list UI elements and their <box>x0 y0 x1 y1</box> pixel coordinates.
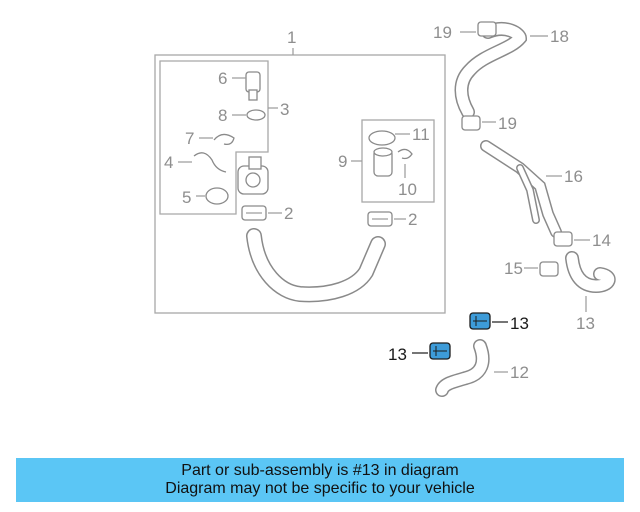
assembly-frame-1 <box>154 54 446 314</box>
part-19-clamp-top[interactable] <box>477 21 497 37</box>
part-5-seal[interactable] <box>205 187 229 205</box>
callout-13-lower[interactable]: 13 <box>388 345 407 364</box>
part-4-spring-clip[interactable] <box>193 152 227 173</box>
callout-19-top[interactable]: 19 <box>433 23 452 42</box>
callout-8[interactable]: 8 <box>218 106 227 125</box>
info-banner: Part or sub-assembly is #13 in diagram D… <box>16 458 624 502</box>
callout-12[interactable]: 12 <box>510 363 529 382</box>
callout-7[interactable]: 7 <box>185 129 194 148</box>
callout-13-upper[interactable]: 13 <box>510 314 529 333</box>
part-13-clamp-lower[interactable] <box>429 342 451 360</box>
banner-line-disclaimer: Diagram may not be specific to your vehi… <box>165 480 475 497</box>
part-6-connector[interactable] <box>245 71 261 101</box>
part-2-hose-clamp-right[interactable] <box>367 211 393 227</box>
part-2-hose-clamp-left[interactable] <box>241 205 267 221</box>
callout-9[interactable]: 9 <box>338 152 347 171</box>
part-13-clamp-upper[interactable] <box>469 312 491 330</box>
callout-19-lower[interactable]: 19 <box>498 114 517 133</box>
part-19-clamp-lower[interactable] <box>461 115 481 131</box>
callout-2-left[interactable]: 2 <box>284 204 293 223</box>
callout-1[interactable]: 1 <box>287 28 296 47</box>
sub-assembly-frame-3 <box>159 60 269 215</box>
water-outlet-housing[interactable] <box>237 156 269 195</box>
part-10-clip[interactable] <box>397 148 413 160</box>
callout-3[interactable]: 3 <box>280 100 289 119</box>
callout-2-right[interactable]: 2 <box>408 210 417 229</box>
part-7-clip[interactable] <box>213 133 235 146</box>
callout-17[interactable]: 16 <box>564 167 583 186</box>
callout-10[interactable]: 10 <box>398 180 417 199</box>
part-9-fitting[interactable] <box>373 147 393 177</box>
callout-11[interactable]: 11 <box>412 125 430 144</box>
callout-14[interactable]: 13 <box>576 314 595 333</box>
banner-line-part: Part or sub-assembly is #13 in diagram <box>181 462 459 479</box>
part-16-clamp[interactable] <box>539 261 559 277</box>
callout-16[interactable]: 15 <box>504 259 523 278</box>
callout-5[interactable]: 5 <box>182 188 191 207</box>
part-8-o-ring[interactable] <box>246 109 266 121</box>
callout-6[interactable]: 6 <box>218 69 227 88</box>
callout-4[interactable]: 4 <box>164 153 173 172</box>
parts-diagram: 1 3 9 6 8 7 4 5 2 2 <box>154 21 616 397</box>
callout-18[interactable]: 18 <box>550 27 569 46</box>
callout-15[interactable]: 14 <box>592 231 611 250</box>
part-11-gasket[interactable] <box>368 130 396 146</box>
part-15-clamp[interactable] <box>553 231 573 247</box>
